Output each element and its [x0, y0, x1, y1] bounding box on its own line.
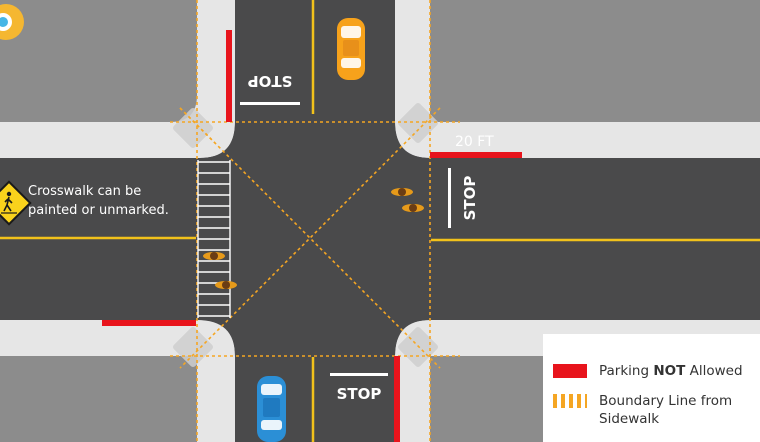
crosswalk-note-line2: painted or unmarked. [28, 203, 169, 218]
legend-parking-emph: NOT [653, 363, 686, 379]
crosswalk [197, 160, 231, 318]
no-parking-swatch [553, 364, 587, 378]
blue-car-icon [257, 376, 286, 442]
stop-label-bottom: STOP [337, 385, 382, 403]
orange-car-icon [337, 18, 365, 80]
legend-item-no-parking: Parking NOT Allowed [553, 362, 743, 380]
stop-label-top: STOP [248, 72, 293, 90]
legend: Parking NOT Allowed Boundary Line from S… [543, 334, 760, 442]
legend-parking-pre: Parking [599, 363, 654, 379]
legend-boundary-line1: Boundary Line from [599, 393, 733, 409]
crosswalk-note: Crosswalk can be painted or unmarked. [28, 182, 169, 220]
pedestrian-icon [203, 188, 424, 289]
legend-boundary-text: Boundary Line from Sidewalk [599, 392, 732, 428]
distance-label: 20 FT [455, 134, 494, 150]
legend-parking-text: Parking NOT Allowed [599, 362, 743, 380]
no-parking-zones [102, 30, 522, 442]
boundary-corner-ticks [179, 107, 216, 144]
pedestrian-crossing-sign-icon [0, 180, 32, 226]
legend-boundary-line2: Sidewalk [599, 411, 660, 427]
stop-bars [240, 102, 451, 376]
legend-parking-post: Allowed [685, 363, 743, 379]
legend-item-boundary: Boundary Line from Sidewalk [553, 392, 732, 428]
crosswalk-note-line1: Crosswalk can be [28, 184, 142, 199]
stop-label-right: STOP [461, 176, 479, 221]
boundary-swatch [553, 394, 587, 408]
boundary-lines [170, 0, 460, 442]
